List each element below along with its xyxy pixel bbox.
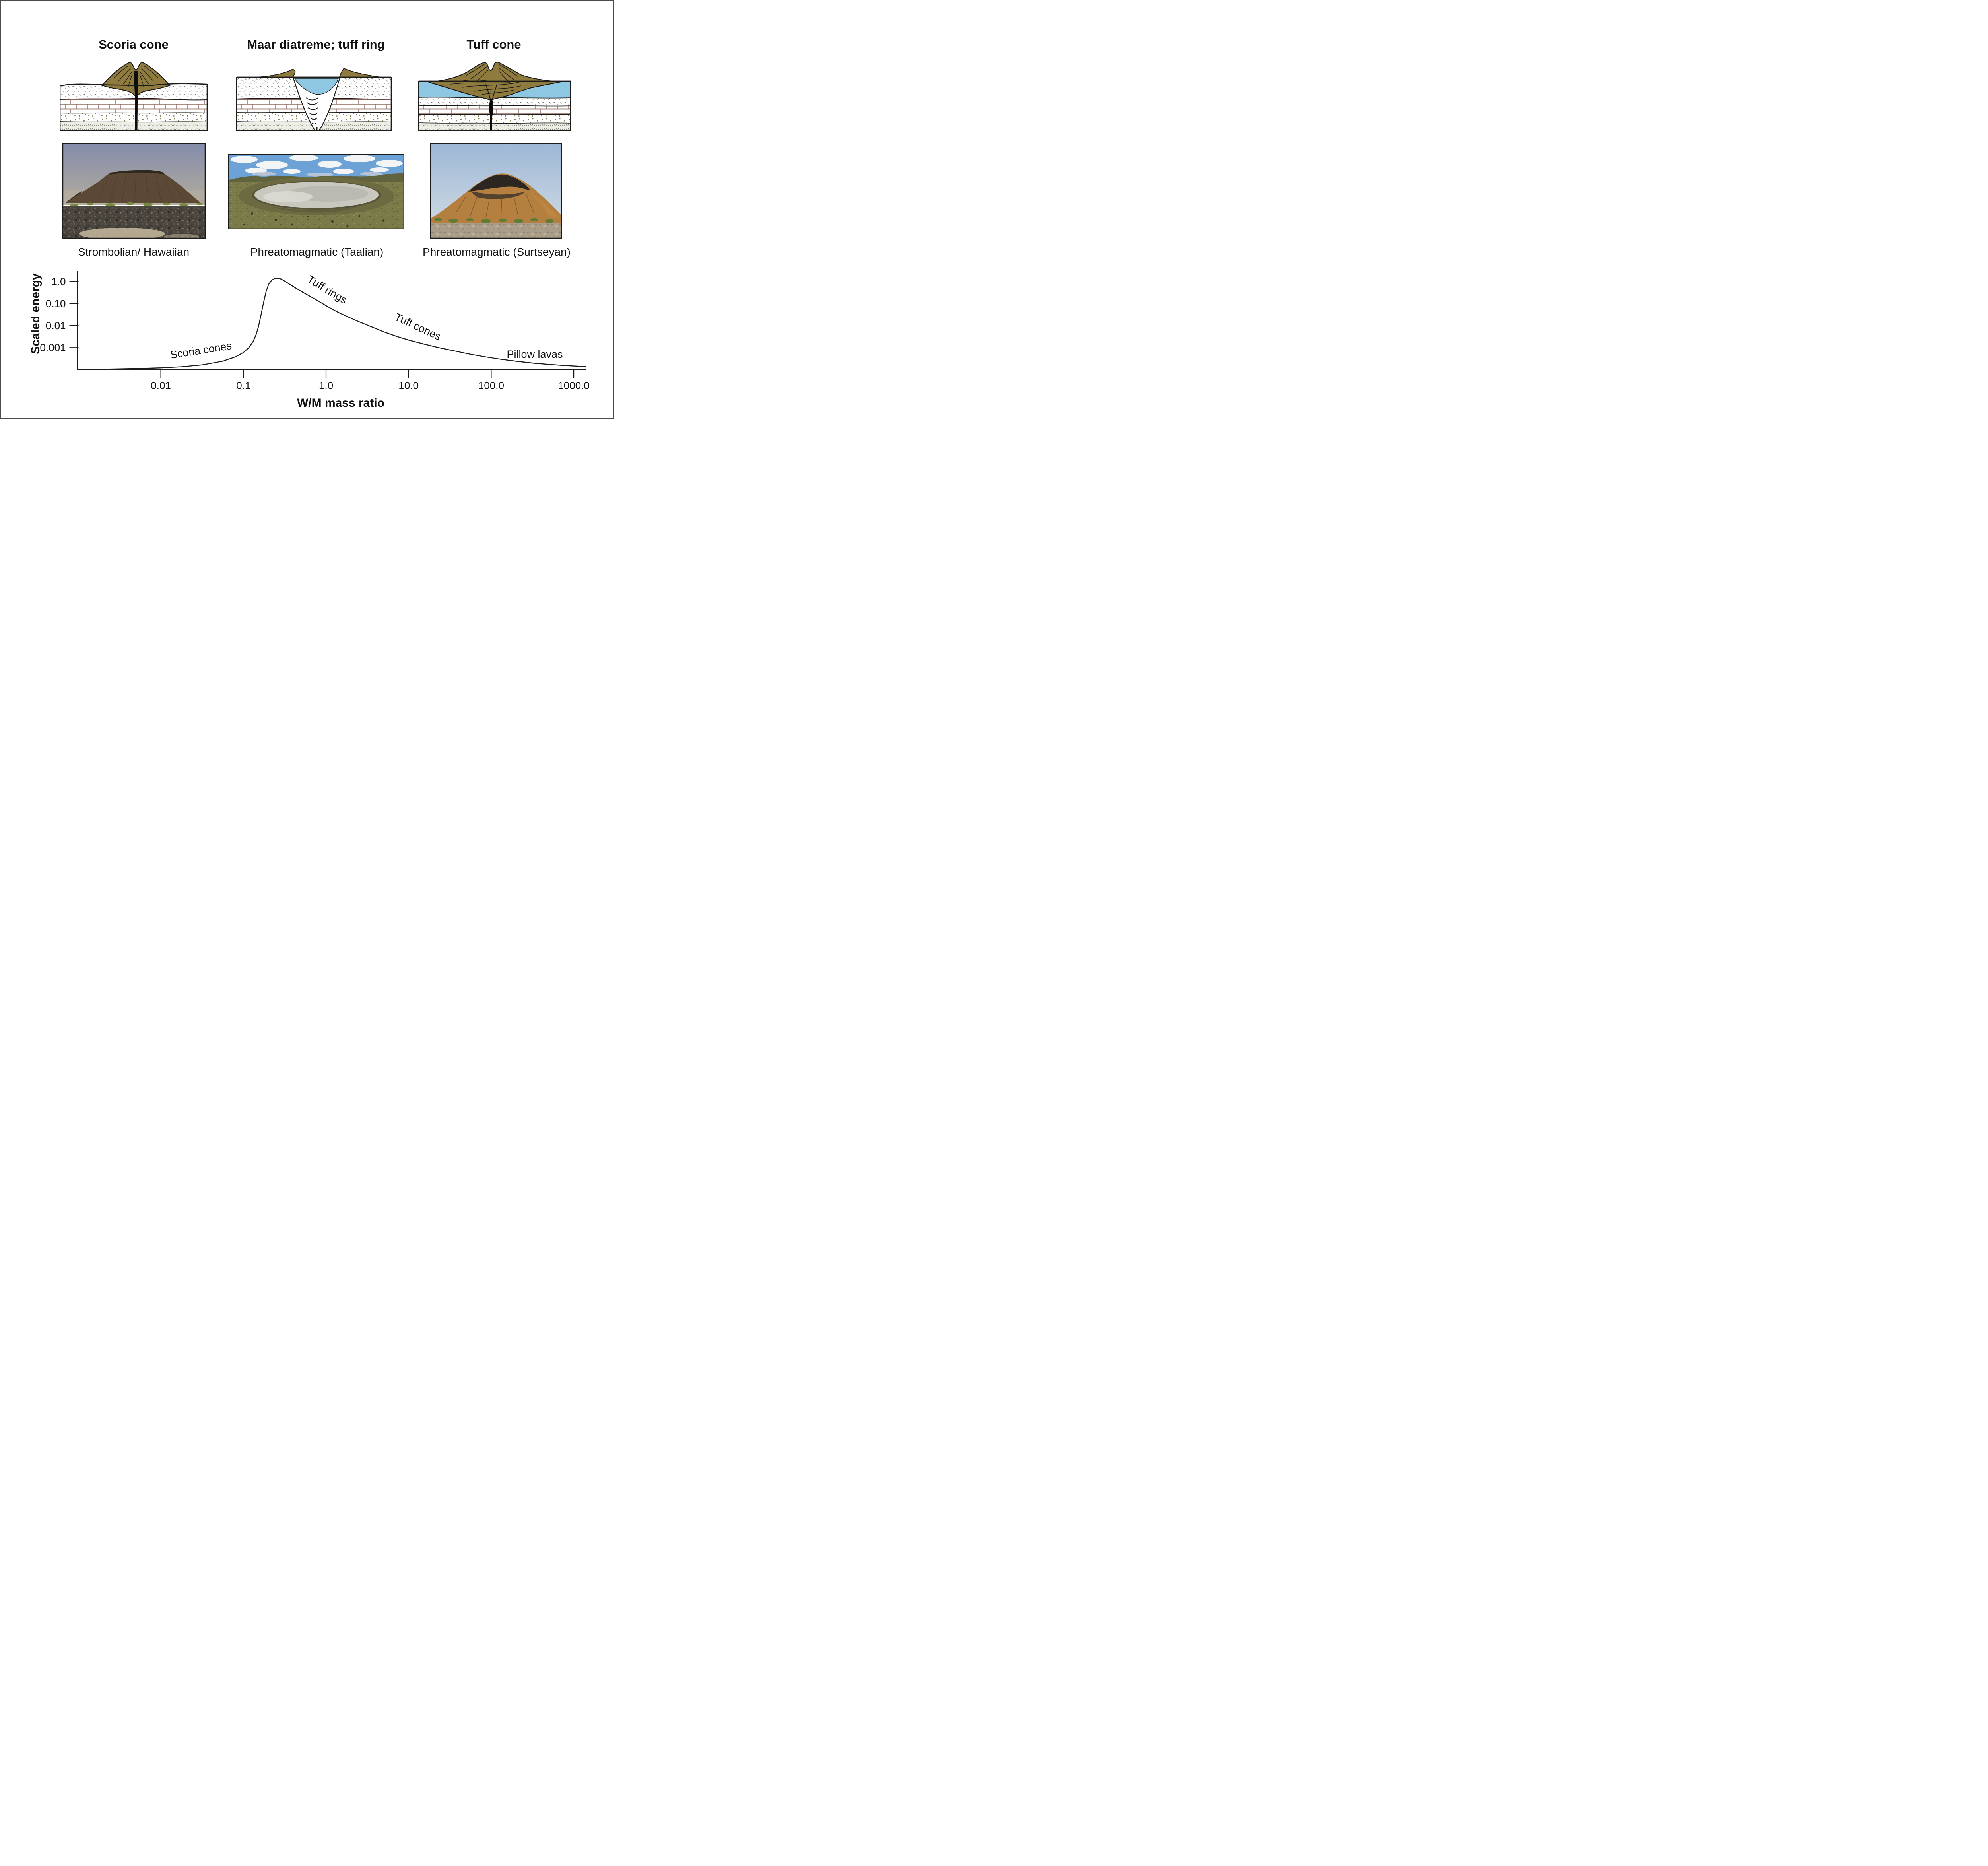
chart-canvas: 0.01 0.1 1.0 10.0 100.0 1000.0 1.0 0.10 0.01 0.00…	[40, 271, 590, 392]
maar-lake-photo	[228, 154, 404, 229]
energy-curve	[78, 278, 586, 370]
x-tick-label: 10.0	[398, 380, 419, 392]
maar-diatreme-cross-section	[236, 68, 392, 131]
scoria-cone-cross-section	[60, 62, 208, 131]
x-tick-label: 0.01	[151, 380, 171, 392]
x-axis-title: W/M mass ratio	[297, 396, 385, 410]
energy-mass-ratio-chart: 0.01 0.1 1.0 10.0 100.0 1000.0 1.0 0.10 0.01 0.00…	[1, 263, 613, 418]
scoria-cone-photo	[62, 143, 206, 239]
curve-label-scoria-cones: Scoria cones	[169, 340, 233, 361]
y-tick-label: 0.001	[40, 342, 66, 353]
x-tick-label: 1000.0	[558, 380, 590, 392]
panel-title-tuff-cone: Tuff cone	[466, 37, 521, 51]
volcano-figure: Scoria cone	[0, 0, 614, 419]
x-tick-label: 0.1	[236, 380, 250, 392]
panel-caption-scoria-cone: Strombolian/ Hawaiian	[78, 246, 190, 258]
y-axis-title: Scaled energy	[29, 273, 42, 354]
y-tick-label: 0.01	[46, 320, 66, 332]
panel-title-scoria-cone: Scoria cone	[99, 37, 169, 51]
panel-title-maar-diatreme: Maar diatreme; tuff ring	[247, 37, 385, 51]
curve-label-pillow-lavas: Pillow lavas	[507, 348, 563, 360]
curve-label-tuff-rings: Tuff rings	[305, 273, 349, 306]
x-tick-label: 100.0	[478, 380, 504, 392]
panel-caption-maar-diatreme: Phreatomagmatic (Taalian)	[250, 246, 384, 258]
y-tick-label: 0.10	[46, 297, 66, 309]
x-tick-label: 1.0	[319, 380, 333, 392]
tuff-cone-photo	[430, 143, 562, 239]
y-tick-label: 1.0	[51, 276, 66, 287]
tuff-cone-cross-section	[418, 62, 571, 131]
panel-caption-tuff-cone: Phreatomagmatic (Surtseyan)	[423, 246, 571, 258]
